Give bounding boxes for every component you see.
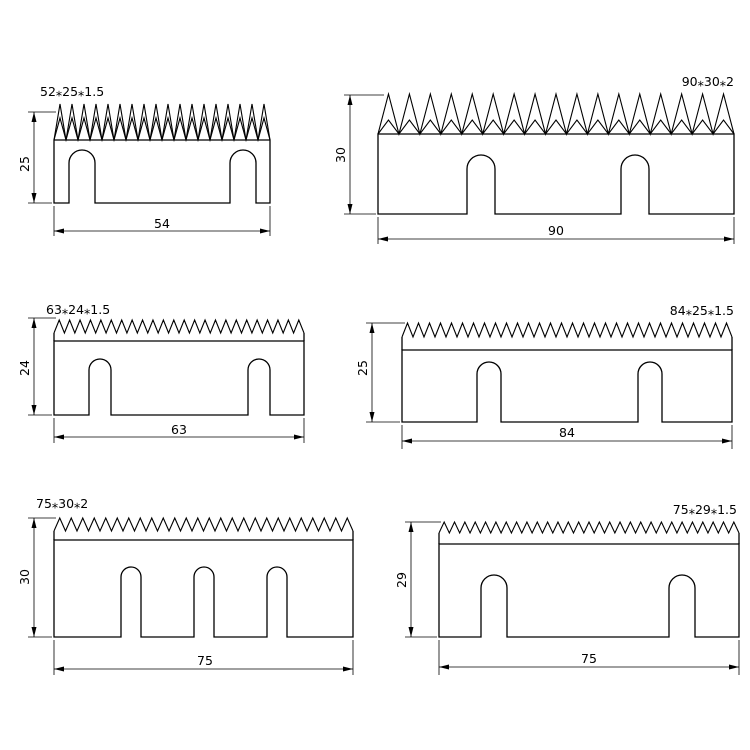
blade-75x30x2: 75 30 75⁎30⁎2 (17, 496, 354, 675)
width-dimension: 54 (53, 206, 271, 236)
saw-teeth (401, 321, 733, 339)
width-dimension: 63 (53, 418, 305, 443)
blade-90x30x2: 90 30 90⁎30⁎2 (333, 74, 735, 244)
width-dimension: 75 (438, 640, 740, 675)
saw-teeth-bevel (377, 119, 735, 135)
height-dimension: 29 (394, 521, 441, 638)
height-dimension: 30 (333, 94, 384, 215)
spec-label: 52⁎25⁎1.5 (40, 84, 104, 99)
height-dimension: 24 (17, 317, 56, 416)
height-label: 25 (355, 360, 370, 376)
width-dimension: 75 (53, 640, 354, 675)
blade-84x25x1.5: 84 25 84⁎25⁎1.5 (355, 303, 734, 449)
blade-52x25x1.5: 54 25 52⁎25⁎1.5 (17, 84, 271, 236)
height-dimension: 25 (355, 322, 405, 423)
blade-body-outline (53, 340, 305, 416)
width-dimension: 84 (401, 425, 733, 449)
saw-teeth (53, 516, 354, 533)
spec-label: 75⁎29⁎1.5 (673, 502, 737, 517)
spec-label: 84⁎25⁎1.5 (670, 303, 734, 318)
blade-body-outline (401, 349, 733, 423)
height-dimension: 25 (17, 111, 56, 204)
height-label: 25 (17, 156, 32, 172)
width-label: 63 (171, 422, 187, 437)
blade-75x29x1.5: 75 29 75⁎29⁎1.5 (394, 502, 740, 675)
blade-body-outline (438, 543, 740, 638)
width-label: 54 (154, 216, 170, 231)
spec-label: 75⁎30⁎2 (36, 496, 88, 511)
blade-body-outline (53, 139, 271, 204)
saw-teeth-bevel (53, 115, 271, 143)
width-label: 75 (197, 653, 213, 668)
spec-label: 63⁎24⁎1.5 (46, 302, 110, 317)
height-dimension: 30 (17, 517, 56, 638)
height-label: 30 (17, 569, 32, 585)
width-dimension: 90 (377, 217, 735, 244)
blade-63x24x1.5: 63 24 63⁎24⁎1.5 (17, 302, 305, 443)
blade-body-outline (377, 133, 735, 215)
saw-teeth (53, 103, 271, 141)
width-label: 75 (581, 651, 597, 666)
width-label: 84 (559, 425, 575, 440)
height-label: 24 (17, 360, 32, 376)
height-label: 29 (394, 572, 409, 588)
blade-body-outline (53, 539, 354, 638)
saw-teeth (377, 91, 735, 137)
height-label: 30 (333, 147, 348, 163)
width-label: 90 (548, 223, 564, 238)
saw-teeth (53, 318, 305, 335)
saw-teeth (438, 520, 740, 535)
spec-label: 90⁎30⁎2 (682, 74, 734, 89)
